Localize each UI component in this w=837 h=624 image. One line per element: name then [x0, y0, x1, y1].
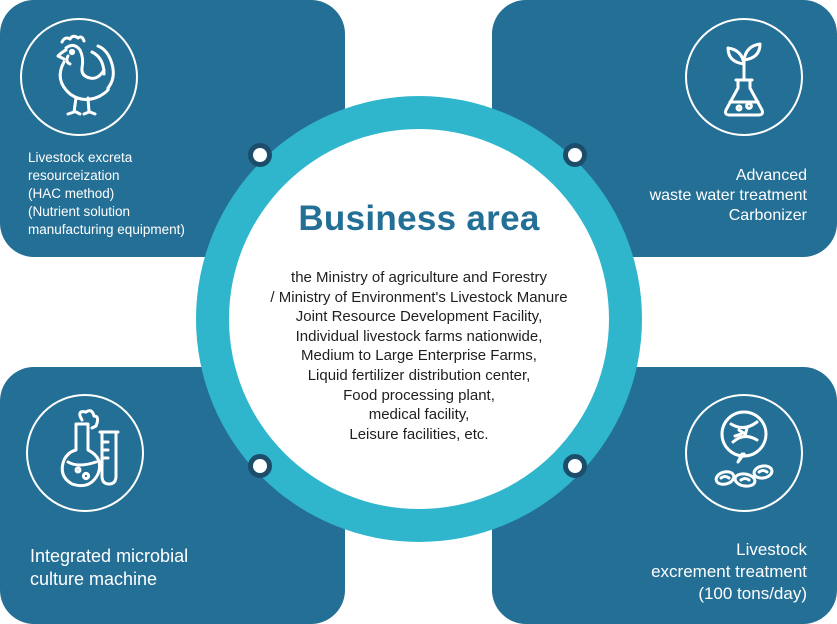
card-text: Livestock excrement treatment (100 tons/…	[651, 540, 807, 603]
microbe-pellets-icon	[685, 394, 803, 512]
sprout-flask-icon	[685, 18, 803, 136]
hub-line: Leisure facilities, etc.	[349, 425, 489, 443]
hub-inner-circle	[229, 129, 609, 509]
hub-line: the Ministry of agriculture and Forestry	[291, 269, 547, 286]
hub-line: / Ministry of Environment's Livestock Ma…	[270, 288, 568, 306]
hub-line: Liquid fertilizer distribution center,	[307, 366, 531, 384]
rooster-icon	[20, 18, 138, 136]
connector-dot-bottom-right	[563, 454, 587, 478]
connector-dot-top-left	[248, 143, 272, 167]
connector-dot-bottom-left	[248, 454, 272, 478]
hub-line: Medium to Large Enterprise Farms,	[301, 347, 537, 365]
card-text: Advanced waste water treatment Carbonize…	[649, 167, 807, 224]
card-text: Livestock excreta resourceization (HAC m…	[28, 150, 185, 237]
card-text: Integrated microbial culture machine	[30, 546, 189, 589]
lab-glassware-icon	[26, 394, 144, 512]
hub-line: Individual livestock farms nationwide,	[295, 327, 543, 345]
card-waste-water-treatment: Advanced waste water treatment Carbonize…	[492, 0, 837, 257]
hub-line: Food processing plant,	[343, 386, 495, 404]
hub-title: Business area	[298, 199, 540, 238]
connector-dot-top-right	[563, 143, 587, 167]
hub-line: medical facility,	[368, 406, 470, 424]
hub-line: Joint Resource Development Facility,	[295, 308, 543, 326]
card-livestock-excreta: Livestock excreta resourceization (HAC m…	[0, 0, 345, 257]
hub-text-list: the Ministry of agriculture and Forestry…	[229, 268, 609, 444]
